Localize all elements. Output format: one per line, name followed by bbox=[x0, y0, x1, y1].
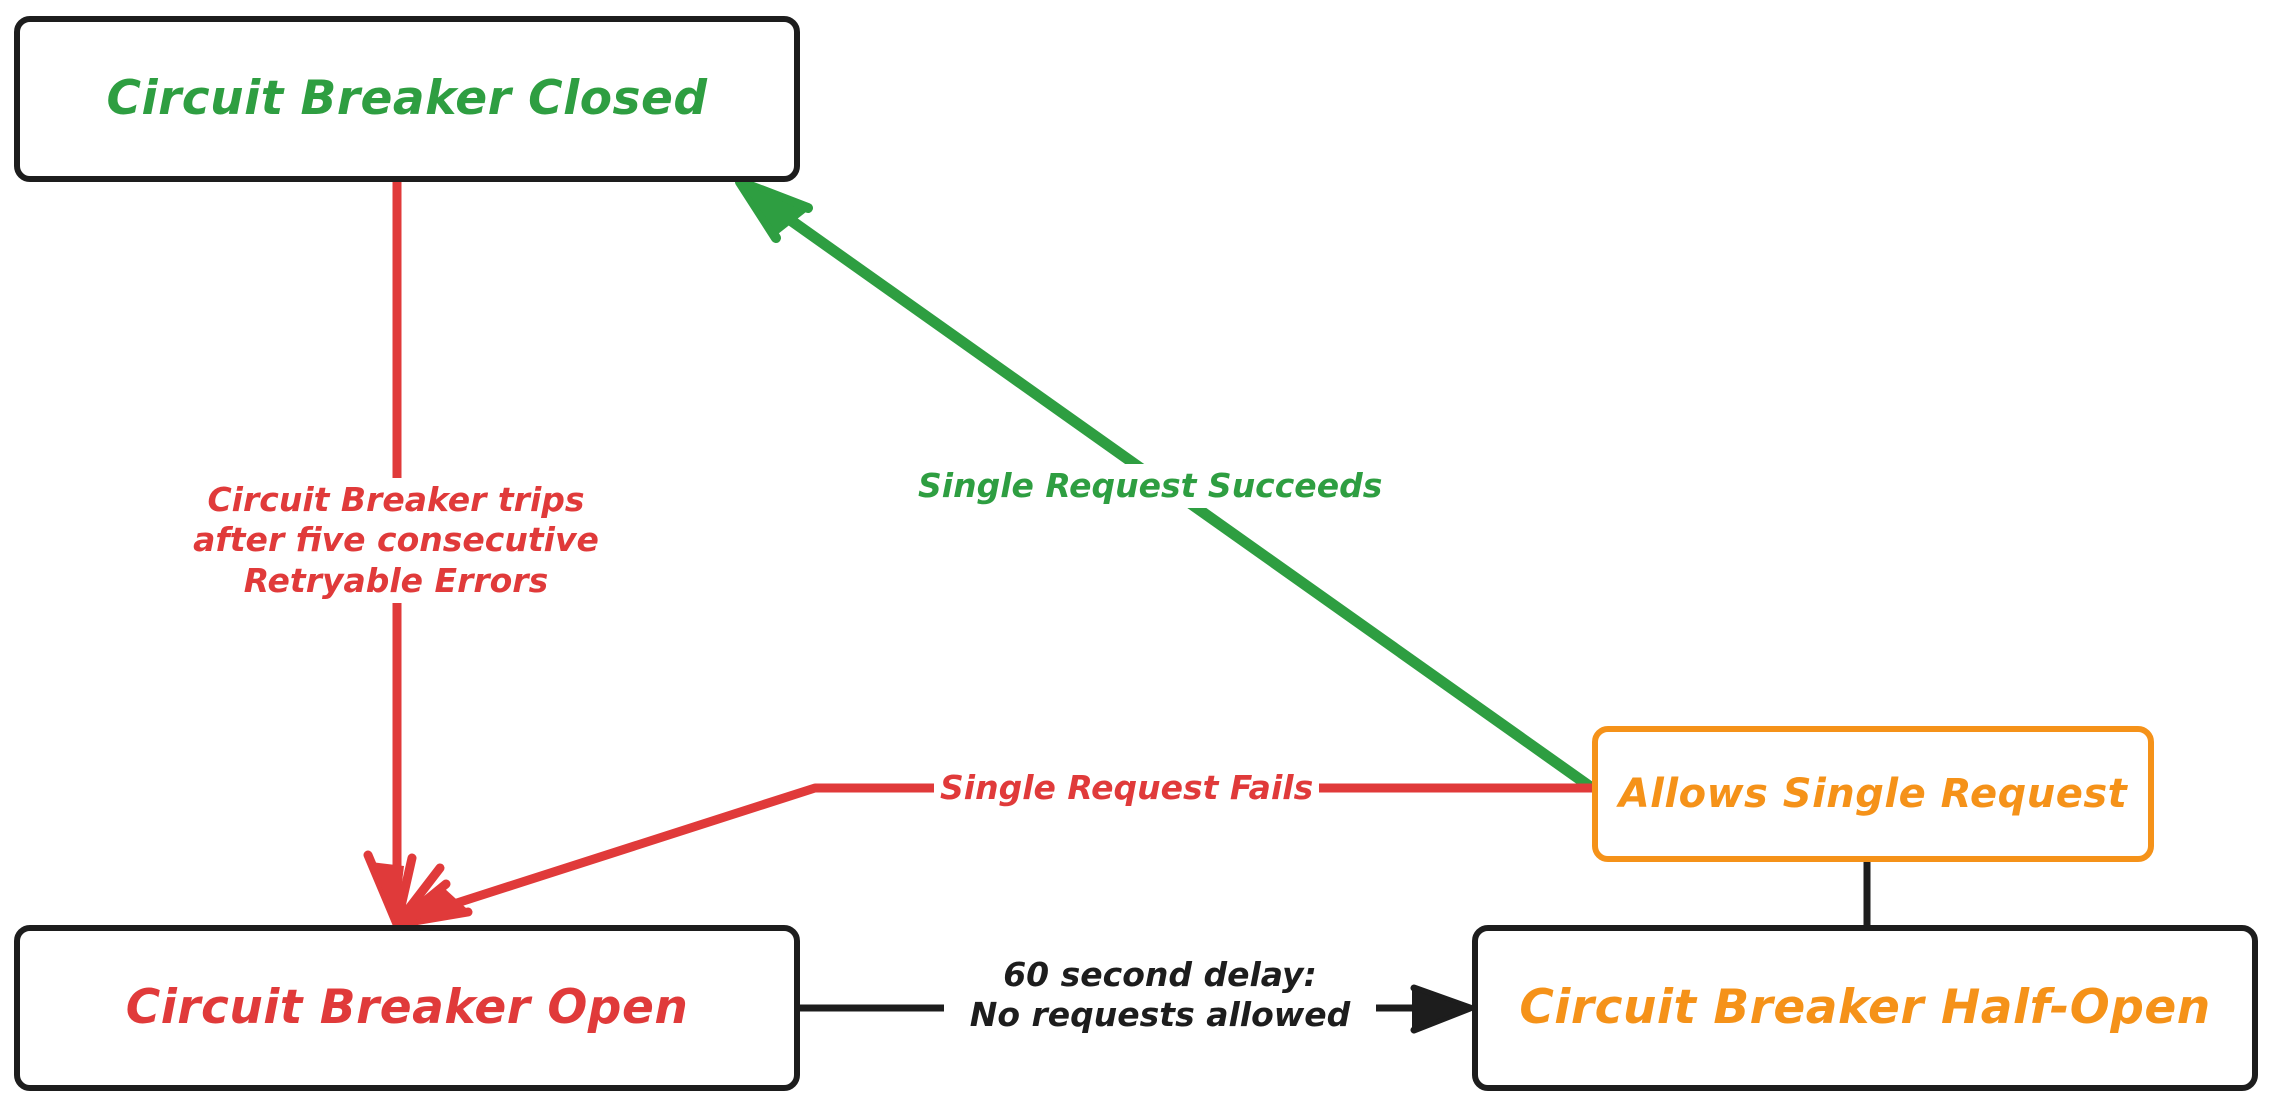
edge-allows-to-open bbox=[392, 783, 1592, 929]
node-label-half-open: Circuit Breaker Half-Open bbox=[1519, 980, 2211, 1036]
node-circuit-breaker-half-open[interactable]: Circuit Breaker Half-Open bbox=[1472, 925, 2258, 1091]
edge-label-line: after five consecutive bbox=[193, 520, 599, 560]
edge-label-closed-to-open: Circuit Breaker trips after five consecu… bbox=[180, 478, 612, 603]
node-circuit-breaker-open[interactable]: Circuit Breaker Open bbox=[14, 925, 800, 1091]
edge-label-line: Single Request Succeeds bbox=[918, 466, 1383, 505]
edge-label-line: Circuit Breaker trips bbox=[207, 480, 585, 519]
node-label-closed: Circuit Breaker Closed bbox=[106, 71, 708, 127]
node-circuit-breaker-closed[interactable]: Circuit Breaker Closed bbox=[14, 16, 800, 182]
edge-label-open-to-half-open: 60 second delay: No requests allowed bbox=[944, 953, 1376, 1038]
edge-label-line: Single Request Fails bbox=[940, 768, 1314, 807]
edge-label-line: No requests allowed bbox=[969, 995, 1351, 1035]
edge-label-allows-to-open: Single Request Fails bbox=[934, 766, 1320, 811]
edge-label-line: 60 second delay: bbox=[1003, 955, 1317, 994]
node-allows-single-request[interactable]: Allows Single Request bbox=[1592, 726, 2154, 862]
edge-label-line: Retryable Errors bbox=[243, 560, 549, 600]
edge-label-allows-to-closed: Single Request Succeeds bbox=[912, 464, 1389, 509]
node-label-open: Circuit Breaker Open bbox=[125, 980, 689, 1036]
node-label-allows-single-request: Allows Single Request bbox=[1618, 771, 2128, 817]
